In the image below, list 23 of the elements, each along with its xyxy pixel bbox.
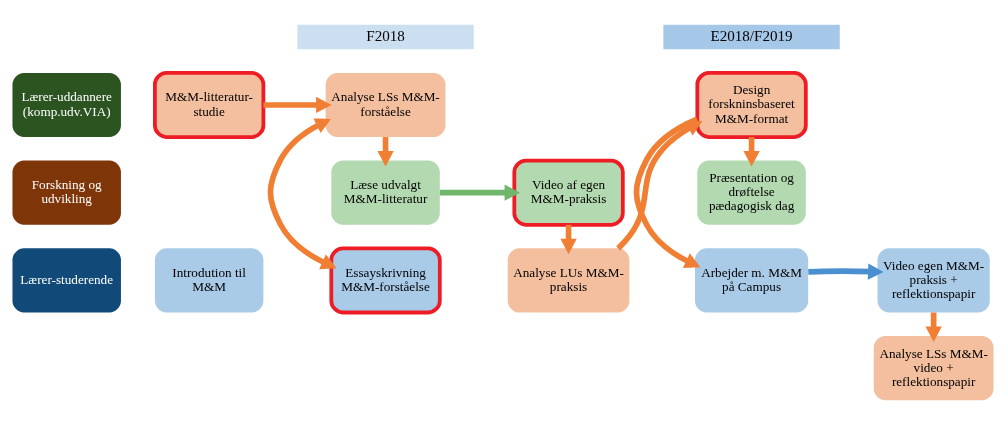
- node-box: Lærer-studerende: [12, 248, 121, 313]
- node-box: Lærer-uddannere (komp.udv.VIA): [12, 72, 121, 138]
- node-box: Analyse LSs M&M-video + reflektionspapir: [873, 336, 994, 401]
- arrow: [633, 116, 701, 269]
- node-box: Essayskrivning M&M-forståelse: [329, 246, 442, 315]
- arrow: [263, 96, 332, 114]
- node-box: Arbejder m. M&M på Campus: [694, 248, 809, 313]
- node-box: Forskning og udvikling: [12, 160, 121, 225]
- node-box: M&M-litteratur-studie: [153, 71, 266, 139]
- node-box: Video egen M&M-praksis + reflektionspapir: [877, 248, 990, 313]
- arrow: [808, 263, 884, 280]
- node-box: Analyse LSs M&M-forståelse: [325, 72, 446, 138]
- node-box: E2018/F2019: [663, 24, 840, 50]
- node-box: F2018: [297, 24, 474, 50]
- node-box: Læse udvalgt M&M-litteratur: [331, 160, 440, 225]
- node-box: Design forskninsbaseret M&M-format: [695, 71, 808, 139]
- node-box: Analyse LUs M&M-praksis: [507, 248, 630, 313]
- node-box: Præsentation og drøftelse pædagogisk dag: [697, 160, 806, 225]
- arrow: [616, 120, 703, 251]
- arrow: [267, 118, 337, 270]
- arrow: [439, 184, 521, 201]
- node-box: Introdution til M&M: [154, 248, 264, 313]
- node-box: Video af egen M&M-praksis: [512, 158, 625, 227]
